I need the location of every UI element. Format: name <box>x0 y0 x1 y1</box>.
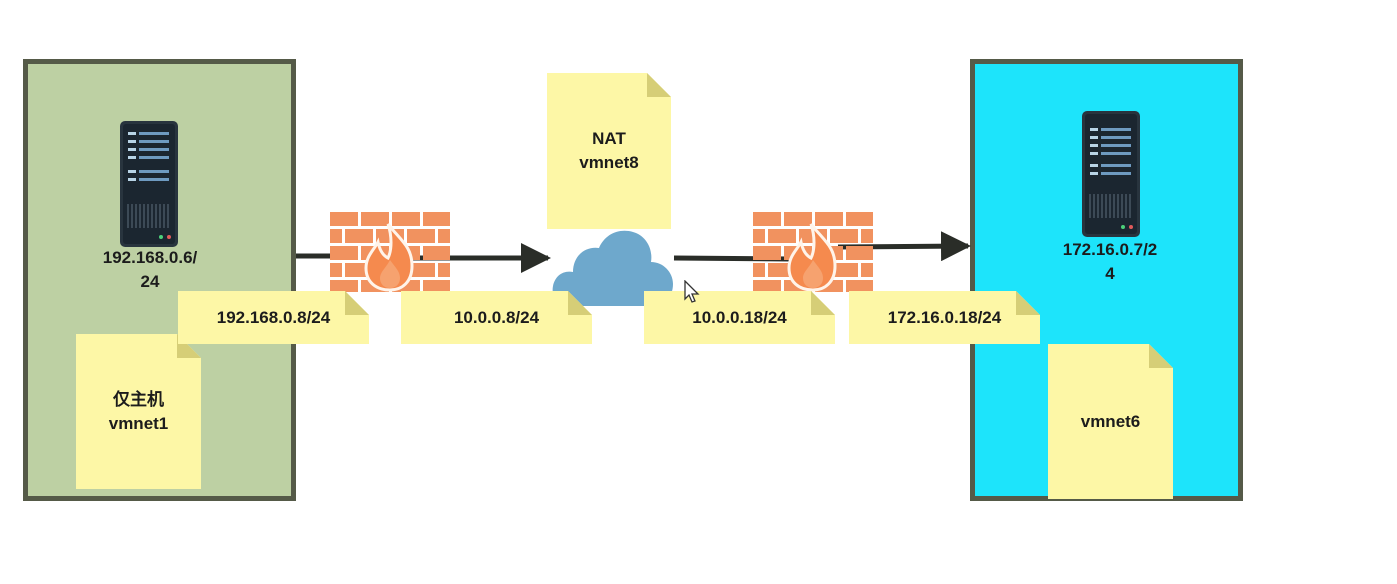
right-host-ip-label: 172.16.0.7/2 4 <box>1062 240 1158 283</box>
host-only-vmnet1-note: 仅主机 vmnet1 <box>76 334 201 489</box>
nat-vmnet8-note: NAT vmnet8 <box>547 73 671 229</box>
mouse-cursor-icon <box>684 280 700 303</box>
firewall-icon <box>330 212 450 292</box>
interface-ip-text: 172.16.0.18/24 <box>887 307 1002 327</box>
note-shape <box>849 291 1040 344</box>
note-shape <box>178 291 369 344</box>
vmnet6-label: vmnet6 <box>1080 411 1141 431</box>
left-host-ip-label: 192.168.0.6/ 24 <box>102 248 198 291</box>
interface-label: 172.16.0.18/24 <box>849 291 1040 344</box>
server-icon <box>120 121 178 247</box>
vmnet1-label: vmnet1 <box>108 413 169 433</box>
interface-label: 192.168.0.8/24 <box>178 291 369 344</box>
vmnet8-label: vmnet8 <box>579 153 639 172</box>
cloud-icon <box>552 230 673 306</box>
interface-ip-text: 10.0.0.8/24 <box>453 307 540 327</box>
host-only-label: 仅主机 <box>113 389 164 409</box>
server-icon <box>1082 111 1140 237</box>
interface-label: 10.0.0.18/24 <box>644 291 835 344</box>
interface-ip-text: 192.168.0.8/24 <box>216 307 331 327</box>
note-shape <box>1048 344 1173 499</box>
note-shape <box>644 291 835 344</box>
note-shape <box>547 73 671 229</box>
interface-ip-text: 10.0.0.18/24 <box>692 307 787 327</box>
vmnet6-note: vmnet6 <box>1048 344 1173 499</box>
interface-label: 10.0.0.8/24 <box>401 291 592 344</box>
nat-label: NAT <box>592 129 626 148</box>
firewall-icon <box>753 212 873 292</box>
note-shape <box>401 291 592 344</box>
